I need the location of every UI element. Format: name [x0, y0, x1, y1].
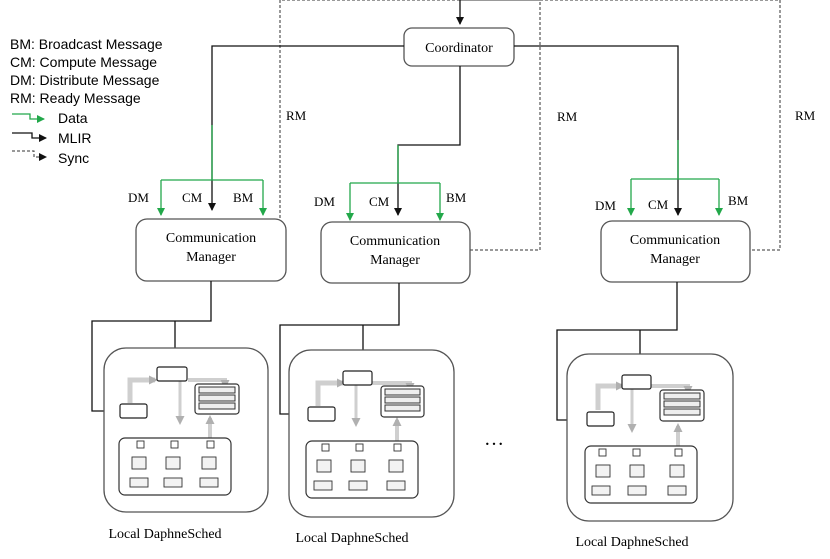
worker-port-icon — [136, 440, 145, 449]
internal-flow-node-2 — [315, 378, 346, 406]
cm-title-line1-node-2: Communication — [350, 234, 440, 249]
legend-dm: DM: Distribute Message — [10, 72, 160, 88]
cpu-core-icon — [629, 464, 645, 478]
task-queues-node-2 — [380, 385, 425, 418]
dispatcher-box-node-3 — [621, 374, 652, 390]
cpu-core-icon — [350, 459, 366, 473]
mlir-lines — [208, 45, 682, 216]
legend-sync-arrow-icon — [12, 150, 47, 161]
cm-title-line1-node-3: Communication — [630, 233, 720, 248]
coordinator-box — [403, 27, 515, 67]
mlir-line-node-3 — [514, 45, 682, 216]
workers-panel-node-1 — [118, 437, 232, 496]
memory-block-icon — [129, 477, 149, 488]
bm-label-node-3: BM — [728, 193, 749, 208]
task-queues-node-1 — [194, 383, 240, 415]
memory-block-icon — [591, 485, 611, 496]
receiver-box-node-2 — [307, 406, 336, 422]
worker-port-icon — [393, 443, 402, 452]
worker-port-icon — [170, 440, 179, 449]
rm-label-node-2: RM — [557, 109, 578, 124]
workers-panel-node-3 — [584, 445, 698, 504]
communication-manager-node-3 — [600, 220, 751, 283]
cpu-core-icon — [131, 456, 147, 470]
dispatcher-box-node-1 — [156, 366, 188, 382]
cm-label-node-3: CM — [648, 197, 669, 212]
legend-rm: RM: Ready Message — [10, 90, 141, 106]
memory-block-icon — [199, 477, 219, 488]
cm-to-scheduler-left-node-1 — [91, 281, 212, 415]
worker-port-icon — [632, 448, 641, 457]
cm-title-line2-node-3: Manager — [650, 252, 700, 267]
memory-block-icon — [667, 485, 687, 496]
legend-mlir-arrow-icon — [12, 132, 47, 142]
rm-label-node-3: RM — [795, 108, 816, 123]
worker-port-icon — [355, 443, 364, 452]
cpu-core-icon — [595, 464, 611, 478]
sched-label-node-1: Local DaphneSched — [108, 527, 221, 542]
legend-data: Data — [58, 110, 88, 126]
sync-lines — [279, 0, 781, 251]
cm-label-node-2: CM — [369, 194, 390, 209]
cpu-core-icon — [201, 456, 217, 470]
memory-block-icon — [313, 480, 333, 491]
memory-block-icon — [627, 485, 647, 496]
legend-bm: BM: Broadcast Message — [10, 36, 163, 52]
cm-to-scheduler-left-node-2 — [279, 283, 400, 418]
workers-panel-node-2 — [305, 440, 419, 499]
dm-label-node-2: DM — [314, 194, 335, 209]
rm-label-node-1: RM — [286, 108, 307, 123]
legend-mlir: MLIR — [58, 130, 91, 146]
cm-title-line2-node-1: Manager — [186, 250, 236, 265]
worker-port-icon — [598, 448, 607, 457]
cm-title-line2-node-2: Manager — [370, 253, 420, 268]
bm-label-node-2: BM — [446, 190, 467, 205]
data-lines — [157, 125, 723, 221]
cm-to-scheduler-left-node-3 — [556, 282, 678, 424]
task-queues-node-3 — [659, 389, 705, 422]
node-2: RM DM CM BM Communication Manager — [279, 109, 578, 546]
receiver-box-node-1 — [119, 403, 148, 419]
memory-block-icon — [386, 480, 406, 491]
node-3: RM DM CM BM Communication Manager — [556, 108, 816, 550]
memory-block-icon — [163, 477, 183, 488]
memory-block-icon — [348, 480, 368, 491]
mlir-line-node-1 — [208, 45, 404, 211]
cpu-core-icon — [669, 464, 685, 478]
coordinator: Coordinator — [403, 27, 515, 67]
sync-line-left-middle — [279, 0, 541, 251]
worker-port-icon — [674, 448, 683, 457]
bm-label-node-1: BM — [233, 190, 254, 205]
communication-manager-node-2 — [320, 221, 471, 284]
dispatcher-box-node-2 — [342, 370, 373, 386]
legend-sync: Sync — [58, 150, 89, 166]
worker-port-icon — [321, 443, 330, 452]
sched-label-node-3: Local DaphneSched — [575, 535, 688, 550]
cpu-core-icon — [316, 459, 332, 473]
legend-data-arrow-icon — [12, 113, 45, 123]
sched-label-node-2: Local DaphneSched — [295, 531, 408, 546]
legend-cm: CM: Compute Message — [10, 54, 157, 70]
cm-title-line1-node-1: Communication — [166, 231, 256, 246]
dm-label-node-1: DM — [128, 190, 149, 205]
more-nodes-ellipsis: … — [484, 428, 504, 450]
sync-line-right — [460, 0, 781, 251]
cm-label-node-1: CM — [182, 190, 203, 205]
internal-flow-node-1 — [127, 375, 158, 403]
coordinator-label: Coordinator — [425, 41, 493, 56]
dm-label-node-3: DM — [595, 198, 616, 213]
internal-flow-node-3 — [595, 381, 625, 410]
receiver-box-node-3 — [586, 411, 615, 427]
cpu-core-icon — [165, 456, 181, 470]
legend: BM: Broadcast Message CM: Compute Messag… — [10, 36, 163, 166]
worker-port-icon — [206, 440, 215, 449]
cpu-core-icon — [388, 459, 404, 473]
node-1: RM DM CM BM Communication Manager — [91, 108, 307, 542]
